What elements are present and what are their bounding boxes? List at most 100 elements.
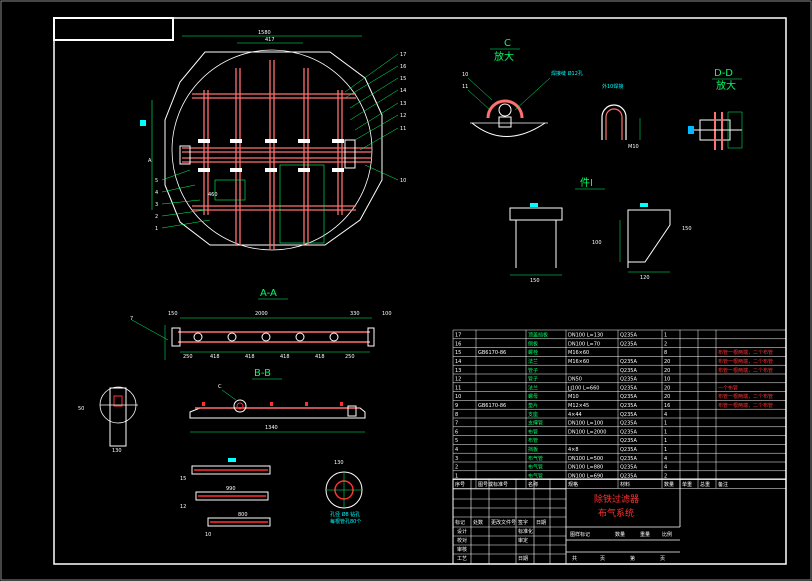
bom-header-cell: 图号或标准号 <box>478 481 508 488</box>
bom-header-cell: 规格 <box>568 481 578 488</box>
corner-code-box <box>53 17 174 41</box>
section-aa-spacing-5: 418 <box>315 354 325 360</box>
title-block: 除铁过滤器 布气系统 标记 处数 更改文件号 签字 日期 设计 校对 审核 工艺… <box>452 478 787 565</box>
bom-cell: Q235A <box>620 465 637 471</box>
pipe-dim-990: 990 <box>226 486 236 492</box>
pipe-callout-10: 10 <box>205 532 211 538</box>
detail-c-callout-10: 10 <box>462 72 468 78</box>
bom-header-cell: 总重 <box>700 481 710 488</box>
pipe-callout-15: 15 <box>180 476 186 482</box>
plan-callout-2: 2 <box>155 214 158 220</box>
bom-cell: 10 <box>664 377 670 383</box>
tb-row-label-2: 处数 <box>473 519 483 526</box>
bom-cell: 10 <box>455 394 461 400</box>
plan-dim-460: 460 <box>208 192 218 198</box>
pipe-callout-12: 12 <box>180 504 186 510</box>
pipe-dim-800: 800 <box>238 512 248 518</box>
bom-cell: 布管一根两端，二个布管 <box>718 393 773 400</box>
detail-dd: D-D 放大 <box>688 68 743 150</box>
bom-cell: 螺母 <box>528 393 538 400</box>
bom-cell: 2 <box>664 341 667 347</box>
bom-cell: 5 <box>455 438 458 444</box>
bom-cell: 1 <box>664 421 667 427</box>
part-i-dim-150: 150 <box>530 278 540 284</box>
section-aa-dim-330: 330 <box>350 311 360 317</box>
bom-header-cell: 数量 <box>664 481 674 488</box>
bom-cell: Q235A <box>620 403 637 409</box>
part-i-title: 件Ⅰ <box>580 177 593 189</box>
section-bb-dim-1340: 1340 <box>265 425 278 431</box>
plan-dim-417: 417 <box>265 37 275 43</box>
bom-cell: 支撑管 <box>528 420 543 427</box>
tb-info-mark: 图样标记 <box>570 531 590 538</box>
bom-header-cell: 序号 <box>455 481 465 488</box>
detail-c-callout-11: 11 <box>462 84 468 90</box>
bom-cell: 4 <box>664 456 667 462</box>
section-bb-callout-c: C <box>218 384 222 390</box>
section-aa-spacing-1: 250 <box>183 354 193 360</box>
detail-x: 130 孔径 Ø8 钻孔 每根管孔80个 <box>325 460 363 525</box>
bom-cell: 布管一根两端，二个布管 <box>718 358 773 365</box>
bom-cell: 20 <box>664 368 670 374</box>
section-bb-side-dim-50: 50 <box>78 406 84 412</box>
bom-cell: 3 <box>455 456 458 462</box>
bom-cell: DN100 L=690 <box>568 473 603 479</box>
bom-cell: 8 <box>664 350 667 356</box>
plan-section-marker <box>140 120 146 126</box>
bom-cell: Q235A <box>620 333 637 339</box>
bom-cell: M10 <box>568 394 579 400</box>
bom-cell: 管子 <box>528 367 538 374</box>
bom-cell: Q235A <box>620 385 637 391</box>
tb-row-label-4: 签字 <box>518 519 528 526</box>
bom-cell: 6 <box>455 429 458 435</box>
section-aa-dim-100: 100 <box>382 311 392 317</box>
bom-cell: 20 <box>664 385 670 391</box>
section-aa-dim-2000: 2000 <box>255 311 268 317</box>
plan-section-label: A <box>148 158 152 164</box>
tb-sheet-total: 共 <box>572 555 577 562</box>
plan-callout-15: 15 <box>400 76 406 82</box>
plan-callout-11: 11 <box>400 126 406 132</box>
bom-cell: 1 <box>664 438 667 444</box>
bom-cell: Q235A <box>620 412 637 418</box>
bom-cell: 布管一根两端，二个布管 <box>718 349 773 356</box>
bom-cell: 2 <box>455 465 458 471</box>
bom-cell: 13 <box>455 368 461 374</box>
detail-c-title: C <box>504 38 511 49</box>
bom-cell: 螺栓 <box>528 349 538 356</box>
tb-info-scale: 比例 <box>662 531 672 538</box>
drawing-border <box>53 17 787 565</box>
tb-sheet-page-b: 页 <box>660 556 665 562</box>
detail-c: C 放大 焊接缝 Ø12孔 10 11 外10焊接 M10 <box>462 38 641 150</box>
part-i-dim-150b: 150 <box>682 226 692 232</box>
bom-cell: DN100 L=880 <box>568 465 603 471</box>
bom-header-cell: 单重 <box>682 481 692 488</box>
bom-cell: 布管一根两端，二个布管 <box>718 367 773 374</box>
bom-cell: 布管一根两端，二个布管 <box>718 402 773 409</box>
detail-x-note-1: 孔径 Ø8 钻孔 <box>330 511 360 518</box>
tb-info-qty: 数量 <box>615 531 625 538</box>
bom-cell: 16 <box>455 341 461 347</box>
bom-cell: 布管 <box>528 437 538 444</box>
bom-cell: 4×8 <box>568 447 579 453</box>
detail-dd-title: D-D <box>714 68 733 79</box>
bom-cell: M12×45 <box>568 403 589 409</box>
bom-cell: 布气管 <box>528 455 543 462</box>
bom-cell: 8 <box>455 412 458 418</box>
detail-c-note-2: 外10焊接 <box>602 83 623 90</box>
plan-view: 1580 417 460 <box>140 30 406 251</box>
tank-outline <box>164 51 383 246</box>
section-aa-dim-150: 150 <box>168 311 178 317</box>
bom-cell: 9 <box>455 403 458 409</box>
bom-cell: DN100 L=130 <box>568 333 603 339</box>
bom-cell: 15 <box>455 350 461 356</box>
tb-row-label-1: 标记 <box>455 519 465 526</box>
plan-dim-1580: 1580 <box>258 30 271 36</box>
bom-cell: 4 <box>664 412 667 418</box>
plan-callout-12: 12 <box>400 113 406 119</box>
bom-cell: 挡板 <box>528 446 538 453</box>
bom-cell: DN50 <box>568 377 582 383</box>
bom-cell: M16×60 <box>568 359 589 365</box>
bom-cell: 4 <box>664 465 667 471</box>
